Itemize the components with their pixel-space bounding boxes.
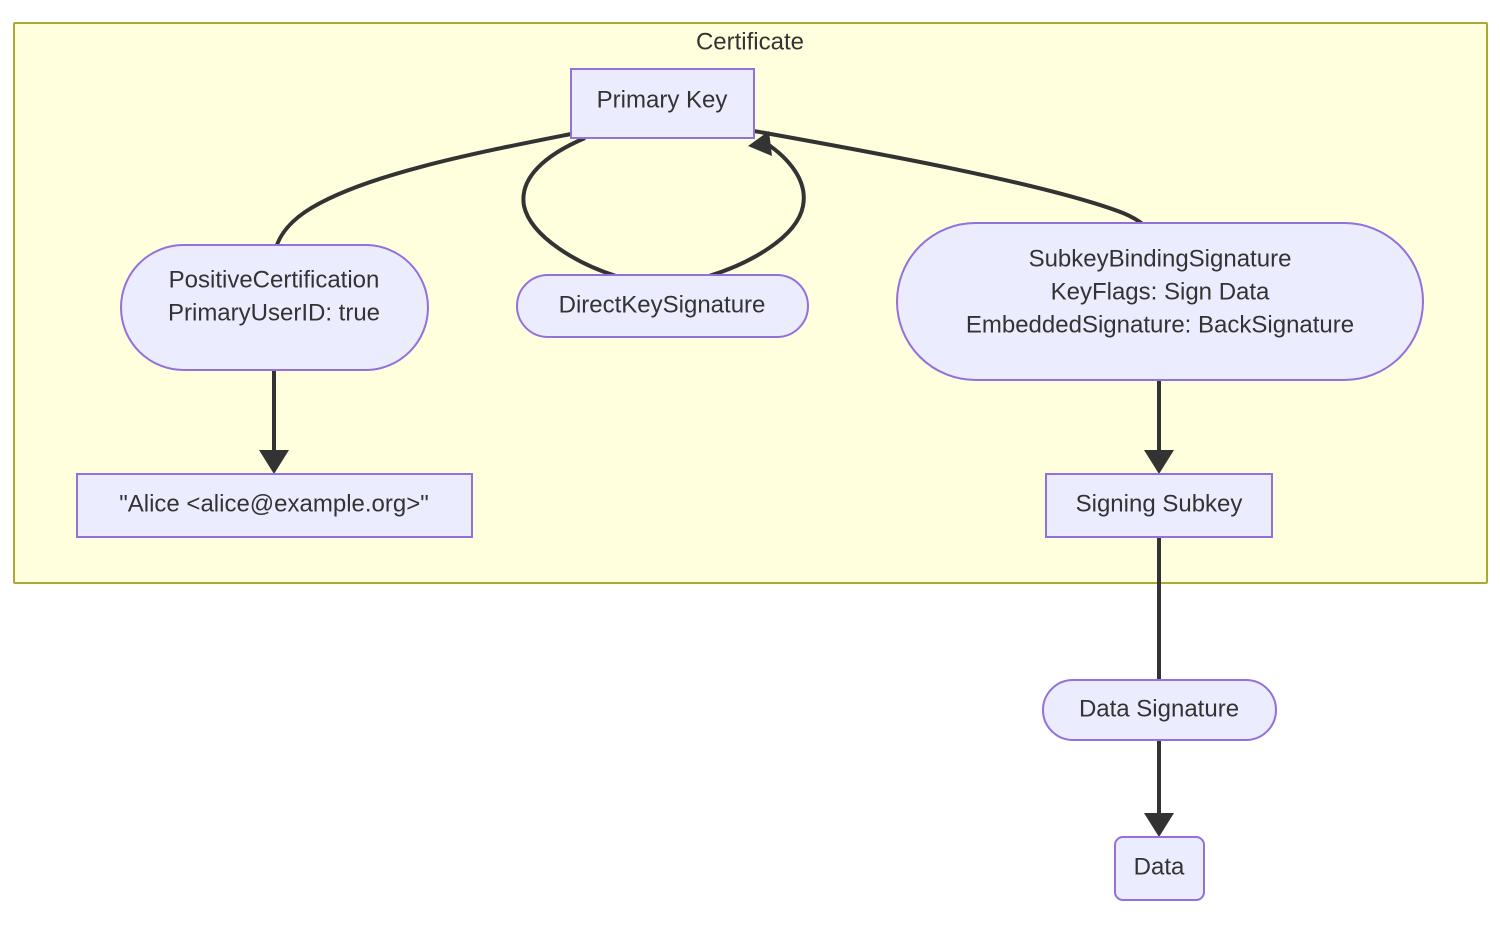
- node-user-id[interactable]: "Alice <alice@example.org>": [76, 473, 473, 538]
- node-positive-certification-label-line1: PositiveCertification: [169, 266, 380, 293]
- node-direct-key-signature[interactable]: DirectKeySignature: [516, 274, 809, 338]
- node-primary-key-label: Primary Key: [597, 86, 728, 113]
- node-direct-key-signature-shape[interactable]: [516, 274, 809, 338]
- node-direct-key-signature-label: DirectKeySignature: [559, 291, 766, 318]
- node-subkey-binding-signature-shape[interactable]: [896, 222, 1424, 381]
- node-primary-key[interactable]: Primary Key: [570, 68, 755, 139]
- edge-directkeysignature-to-primarykey: [708, 141, 806, 278]
- node-positive-certification-shape[interactable]: [120, 244, 429, 371]
- node-positive-certification-label-line2: PrimaryUserID: true: [168, 299, 380, 326]
- node-data-shape[interactable]: [1114, 836, 1205, 901]
- arrowhead-directkeysignature-to-primarykey: [748, 131, 772, 156]
- node-subkey-binding-signature-label-line1: SubkeyBindingSignature: [1029, 245, 1292, 272]
- arrowhead-positivecertification-to-userid: [259, 450, 289, 474]
- node-signing-subkey-label: Signing Subkey: [1076, 490, 1243, 517]
- edge-primarykey-to-directkeysignature: [521, 136, 617, 278]
- node-positive-certification[interactable]: PositiveCertification PrimaryUserID: tru…: [120, 244, 429, 371]
- node-user-id-shape[interactable]: [76, 473, 473, 538]
- node-data-signature[interactable]: Data Signature: [1042, 679, 1277, 741]
- node-primary-key-shape[interactable]: [570, 68, 755, 139]
- node-signing-subkey[interactable]: Signing Subkey: [1045, 473, 1273, 538]
- node-data-label: Data: [1134, 853, 1185, 880]
- arrowhead-datasignature-to-data: [1144, 813, 1174, 837]
- cluster-certificate-label: Certificate: [696, 28, 804, 55]
- node-subkey-binding-signature-label-line3: EmbeddedSignature: BackSignature: [966, 311, 1354, 338]
- node-user-id-label: "Alice <alice@example.org>": [119, 490, 429, 517]
- edge-primarykey-to-positivecertification: [272, 132, 572, 263]
- node-data-signature-shape[interactable]: [1042, 679, 1277, 741]
- node-signing-subkey-shape[interactable]: [1045, 473, 1273, 538]
- node-data[interactable]: Data: [1114, 836, 1205, 901]
- arrowhead-subkeybindingsignature-to-signingsubkey: [1144, 450, 1174, 474]
- node-subkey-binding-signature-label-line2: KeyFlags: Sign Data: [1051, 278, 1270, 305]
- node-data-signature-label: Data Signature: [1079, 695, 1239, 722]
- node-subkey-binding-signature[interactable]: SubkeyBindingSignature KeyFlags: Sign Da…: [896, 222, 1424, 381]
- edges-group: [259, 129, 1174, 837]
